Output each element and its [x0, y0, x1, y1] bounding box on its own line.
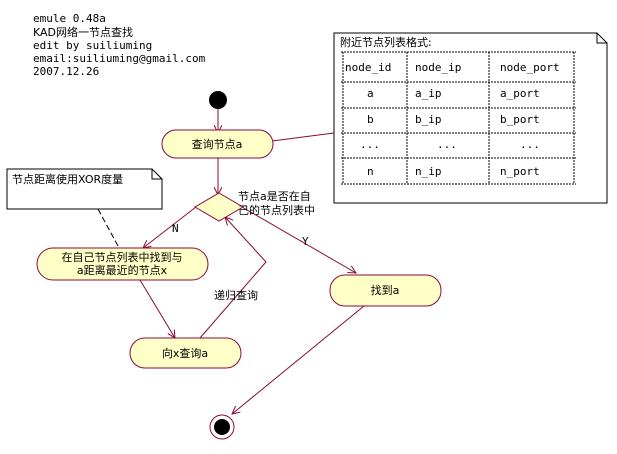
activity-found: 找到a [329, 274, 442, 307]
note-shape [6, 168, 163, 210]
decision-yes-label: Y [302, 235, 309, 248]
decision-label-line2: 己的节点列表中 [238, 203, 315, 217]
cell-row1-port: a_port [500, 87, 540, 100]
note-fold [596, 33, 607, 44]
header-line-5: 2007.12.26 [33, 65, 99, 78]
flow-recursive-query [199, 217, 267, 339]
col-header-node-port: node_port [500, 61, 560, 74]
distance-note-text: 节点距离使用XOR度量 [12, 172, 123, 186]
activity-query-x-label: 向x查询a [162, 346, 208, 360]
cell-row3-port: ... [520, 138, 540, 151]
flow-closest-to-queryx [139, 279, 175, 338]
distance-note: 节点距离使用XOR度量 [6, 168, 163, 210]
activity-shape [329, 274, 442, 307]
header-line-3: edit by suiliuming [33, 39, 152, 52]
start-node [209, 91, 227, 109]
activity-shape [129, 337, 242, 369]
cell-row4-ip: n_ip [415, 165, 442, 178]
cell-row1-id: a [367, 87, 374, 100]
cell-row4-id: n [367, 165, 374, 178]
activity-find-closest-line1: 在自己节点列表中找到与 [62, 250, 183, 264]
note-anchor-line [97, 208, 119, 247]
flow-decision-no [143, 206, 197, 248]
cell-row2-port: b_port [500, 113, 540, 126]
header-line-1: emule 0.48a [33, 12, 106, 25]
activity-find-closest: 在自己节点列表中找到与 a距离最近的节点x [36, 247, 209, 281]
note-anchor-line [271, 132, 335, 142]
col-header-node-id: node_id [345, 61, 391, 74]
header-line-4: email:suiliuming@gmail.com [33, 52, 206, 65]
note-fold [151, 169, 162, 180]
activity-shape [161, 129, 274, 159]
cell-row3-id: ... [360, 138, 380, 151]
header-line-2: KAD网络一节点查找 [33, 25, 133, 39]
activity-shape [36, 247, 209, 281]
activity-query-x: 向x查询a [129, 337, 242, 369]
node-list-title: 附近节点列表格式: [340, 35, 432, 49]
cell-row1-ip: a_ip [415, 87, 442, 100]
node-list-note: 附近节点列表格式: node_id node_ip node_port a a_… [333, 32, 608, 204]
activity-query-node: 查询节点a [161, 129, 274, 159]
cell-row2-id: b [367, 113, 374, 126]
end-node [214, 419, 230, 435]
decision-diamond [194, 192, 244, 222]
cell-row3-ip: ... [437, 138, 457, 151]
col-header-node-ip: node_ip [415, 61, 461, 74]
decision-label-line1: 节点a是否在自 [238, 190, 311, 203]
note-shape [333, 32, 608, 204]
activity-find-closest-line2: a距离最近的节点x [77, 263, 168, 277]
cell-row4-port: n_port [500, 165, 540, 178]
recursive-query-label: 递归查询 [214, 288, 258, 302]
decision-no-label: N [172, 222, 179, 235]
flow-decision-yes [241, 206, 356, 273]
activity-found-label: 找到a [371, 283, 400, 297]
cell-row2-ip: b_ip [415, 113, 442, 126]
header-block: emule 0.48a KAD网络一节点查找 edit by suiliumin… [33, 12, 206, 78]
activity-query-node-label: 查询节点a [192, 137, 243, 151]
flow-found-to-end [232, 305, 365, 414]
